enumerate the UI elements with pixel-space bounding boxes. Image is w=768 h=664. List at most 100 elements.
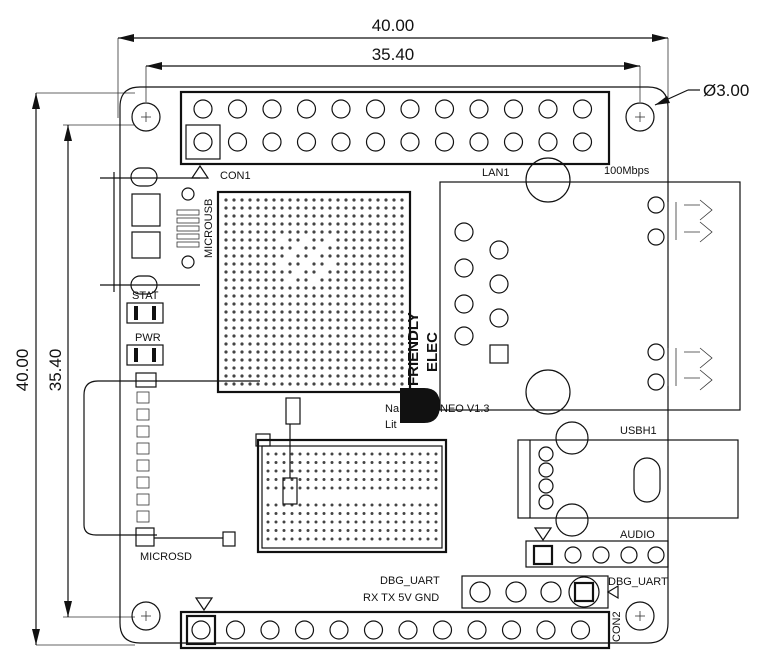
soc-ball [288, 366, 292, 370]
soc-ball [264, 342, 268, 346]
soc-ball [240, 374, 244, 378]
soc-ball [264, 254, 268, 258]
soc-ball [320, 254, 324, 258]
con1-pin [572, 99, 593, 119]
soc-ball [256, 294, 260, 298]
soc-ball [224, 374, 228, 378]
dram-ball [338, 520, 342, 524]
soc-ball [224, 310, 228, 314]
dram-ball [402, 503, 406, 507]
soc-ball [336, 262, 340, 266]
soc-ball [296, 342, 300, 346]
microusb-label: MICROUSB [203, 199, 215, 258]
soc-ball [248, 318, 252, 322]
dram-ball [394, 520, 398, 524]
soc-ball [328, 206, 332, 210]
usb-pad [176, 233, 200, 240]
soc-ball [224, 214, 228, 218]
dram-ball [394, 512, 398, 515]
soc-ball [336, 366, 340, 370]
soc-ball [328, 334, 332, 338]
soc-ball [376, 302, 380, 306]
dram-ball [402, 486, 406, 490]
dram-ball [330, 486, 334, 490]
soc-ball [336, 278, 340, 282]
soc-ball [320, 350, 324, 354]
soc-ball [384, 334, 388, 338]
soc-ball [248, 310, 252, 314]
soc-ball [280, 214, 284, 218]
dram-ball [290, 512, 294, 515]
soc-ball [344, 278, 348, 282]
con2-pin [570, 620, 591, 640]
soc-ball [232, 254, 236, 258]
soc-ball [320, 294, 324, 298]
soc-ball [304, 302, 308, 306]
soc-ball [328, 318, 332, 322]
con2-pin [467, 620, 487, 640]
soc-ball [248, 278, 252, 282]
soc-ball [272, 262, 276, 266]
soc-ball [336, 270, 340, 274]
soc-ball [376, 358, 380, 362]
soc-ball [368, 230, 372, 234]
soc-ball [400, 286, 404, 290]
soc-ball [280, 342, 284, 346]
dram-ball [410, 512, 414, 515]
dram-ball [402, 461, 406, 464]
dram-ball [426, 452, 430, 456]
soc-ball [304, 374, 308, 378]
soc-ball [288, 286, 292, 290]
dram-ball [346, 461, 350, 464]
dram-ball [314, 503, 318, 507]
soc-ball [312, 262, 316, 266]
soc-ball [320, 382, 324, 386]
lan-pin [454, 294, 474, 314]
audio-header: AUDIO [525, 527, 669, 568]
soc-ball [256, 350, 260, 354]
dram-ball [330, 520, 334, 524]
dram-ball [266, 520, 270, 524]
logo-text-friendly: FRIENDLY [405, 312, 422, 386]
soc-ball [336, 326, 340, 330]
soc-ball [368, 198, 372, 202]
soc-ball [272, 302, 276, 306]
soc-ball [384, 350, 388, 354]
con1-pin [296, 99, 317, 119]
soc-ball [360, 302, 364, 306]
soc-ball [304, 382, 308, 386]
soc-ball [264, 310, 268, 314]
soc-ball [360, 294, 364, 298]
dram-ball [418, 461, 422, 464]
dram-ball [322, 512, 326, 515]
dram-ball [314, 452, 318, 456]
dram-ball [306, 452, 310, 456]
dram-ball [386, 520, 390, 524]
soc-ball [344, 246, 348, 250]
soc-ball [232, 334, 236, 338]
soc-ball [264, 286, 268, 290]
dram-ball [434, 486, 438, 490]
dram-ball [290, 452, 294, 456]
dram-ball [330, 469, 334, 473]
pwr-label: PWR [135, 332, 161, 344]
dram-ball [426, 469, 430, 473]
soc-ball [400, 310, 404, 314]
soc-ball [296, 278, 300, 282]
soc-ball [384, 254, 388, 258]
lan-speed-label: 100Mbps [604, 165, 650, 177]
soc-ball [240, 262, 244, 266]
soc-ball [400, 214, 404, 218]
dram-ball [418, 452, 422, 456]
soc-ball [264, 366, 268, 370]
dram-ball [322, 537, 326, 541]
soc-ball [368, 302, 372, 306]
soc-ball [248, 214, 252, 218]
soc-ball [400, 278, 404, 282]
soc-ball [224, 270, 228, 274]
soc-ball [264, 270, 268, 274]
soc-ball [296, 358, 300, 362]
dram-ball [402, 469, 406, 473]
soc-ball [376, 254, 380, 258]
soc-ball [392, 358, 396, 362]
